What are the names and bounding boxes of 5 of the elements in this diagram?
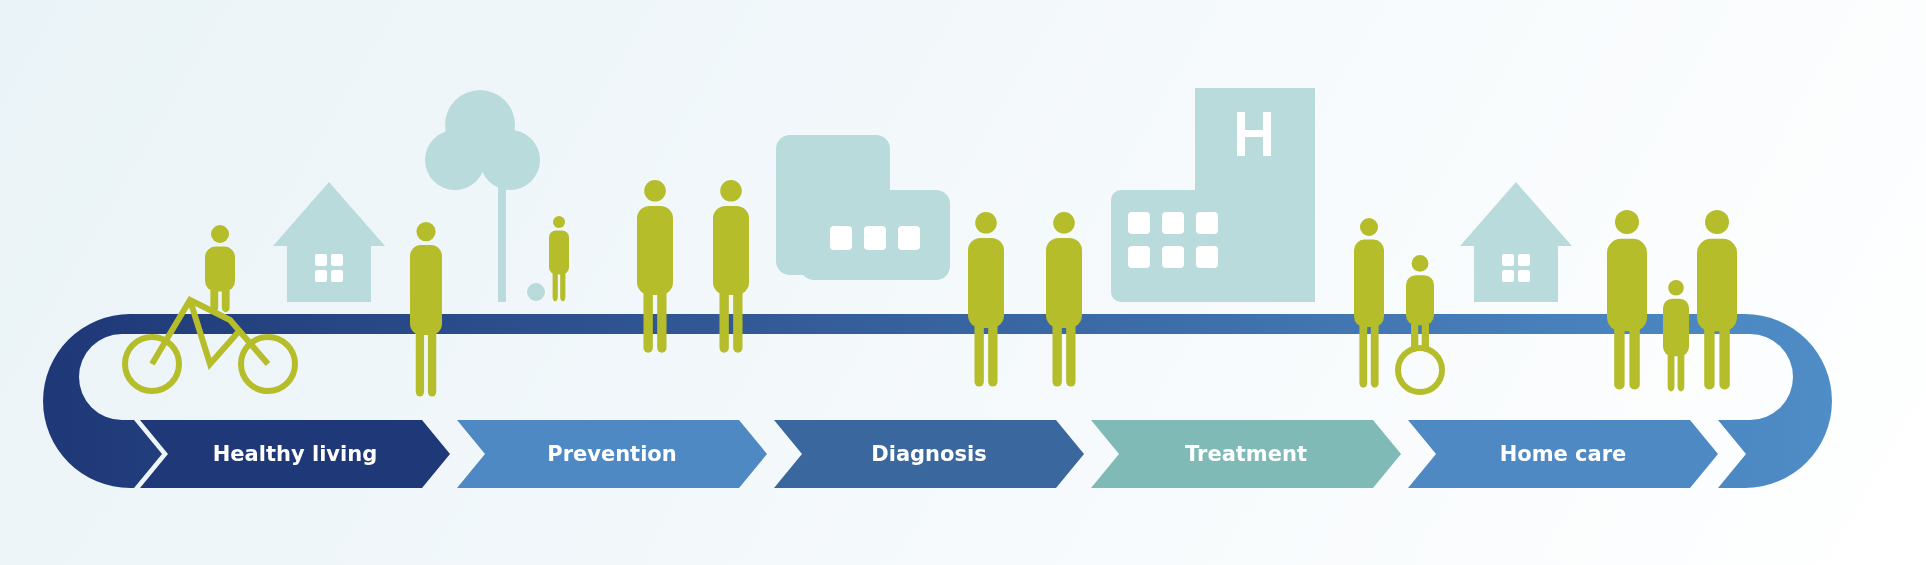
stage-label: Home care <box>1499 442 1627 466</box>
stage-label: Diagnosis <box>871 442 987 466</box>
stage-label: Prevention <box>547 442 677 466</box>
stage-label: Treatment <box>1185 442 1307 466</box>
stage-label: Healthy living <box>212 442 378 466</box>
